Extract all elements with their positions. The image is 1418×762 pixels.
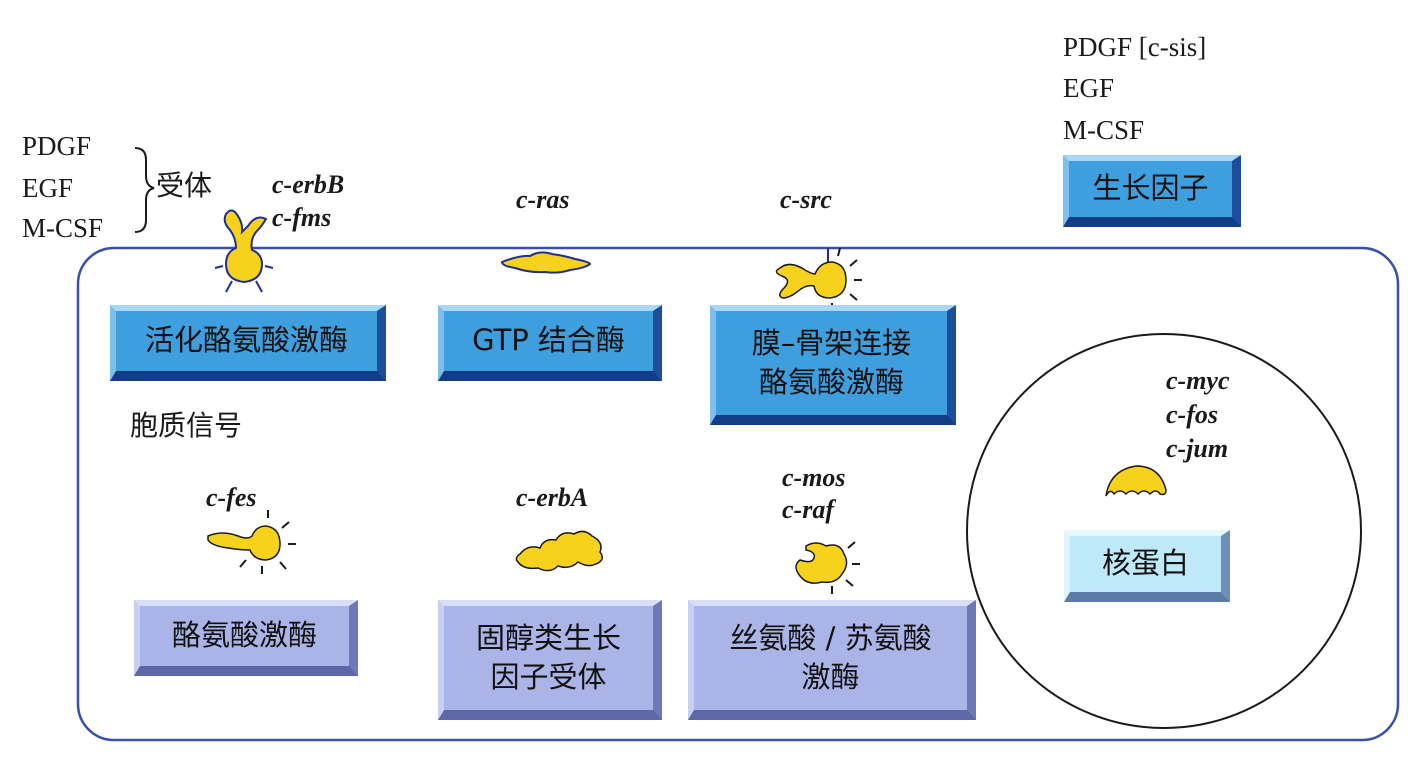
- fes-protein-icon: [207, 510, 296, 574]
- erbA-protein-icon: [515, 530, 603, 572]
- nuclear-protein-box: 核蛋白: [1064, 530, 1230, 602]
- gene-c-ras: c-ras: [516, 185, 570, 214]
- src-protein-icon: [775, 247, 862, 311]
- ligand-egf: EGF: [1063, 73, 1115, 103]
- mos-raf-protein-icon: [795, 541, 860, 594]
- tyrosine-kinase-label: 酪氨酸激酶: [171, 618, 317, 653]
- steroid-receptor-box: 固醇类生长 因子受体: [438, 600, 662, 720]
- ligand-mcsf: M-CSF: [1063, 115, 1145, 145]
- gene-c-mos: c-mos: [782, 463, 846, 492]
- gtp-binding-box: GTP 结合酶: [438, 305, 662, 381]
- cell-membrane: [76, 246, 1400, 742]
- gene-c-src: c-src: [780, 185, 832, 214]
- brace-icon: [134, 147, 155, 233]
- nuclear-protein-icon: [1105, 465, 1167, 497]
- serine-threonine-line2: 激酶: [801, 660, 860, 694]
- nucleus-outline: [966, 333, 1362, 729]
- membrane-skeleton-line2: 酪氨酸激酶: [758, 365, 904, 399]
- gene-c-jum: c-jum: [1166, 434, 1229, 463]
- nuclear-protein-label: 核蛋白: [1101, 546, 1189, 581]
- serine-threonine-line1: 丝氨酸 / 苏氨酸: [729, 620, 932, 655]
- tyrosine-kinase-box: 酪氨酸激酶: [134, 600, 358, 676]
- steroid-receptor-line2: 因子受体: [490, 660, 607, 694]
- receptor-ligand-egf: EGF: [22, 173, 74, 203]
- ligand-pdgf-csis: PDGF [c-sis]: [1063, 32, 1207, 62]
- receptor-protein-icon: [214, 209, 274, 293]
- gtp-binding-label: GTP 结合酶: [472, 323, 625, 358]
- gene-c-fos: c-fos: [1166, 400, 1218, 429]
- gene-c-raf: c-raf: [782, 495, 834, 524]
- membrane-skeleton-kinase-box: 膜–骨架连接 酪氨酸激酶: [710, 305, 956, 425]
- gene-c-myc: c-myc: [1166, 366, 1230, 395]
- receptor-ligand-pdgf: PDGF: [22, 131, 92, 161]
- gene-c-erbB: c-erbB: [272, 170, 345, 199]
- receptor-label: 受体: [156, 169, 213, 202]
- receptor-tyrosine-kinase-box: 活化酪氨酸激酶: [110, 305, 386, 381]
- gene-c-erbA: c-erbA: [516, 483, 589, 512]
- cytoplasm-signal-label: 胞质信号: [130, 409, 243, 442]
- serine-threonine-kinase-box: 丝氨酸 / 苏氨酸 激酶: [688, 600, 976, 720]
- receptor-tyrosine-kinase-label: 活化酪氨酸激酶: [144, 323, 348, 358]
- membrane-skeleton-line1: 膜–骨架连接: [751, 325, 912, 360]
- gene-c-fms: c-fms: [272, 203, 332, 232]
- gene-c-fes: c-fes: [206, 483, 257, 512]
- receptor-ligand-mcsf: M-CSF: [22, 213, 104, 243]
- steroid-receptor-line1: 固醇类生长: [475, 620, 621, 655]
- growth-factor-box: 生长因子: [1063, 155, 1241, 227]
- ras-protein-icon: [500, 251, 592, 274]
- growth-factor-label: 生长因子: [1092, 171, 1209, 206]
